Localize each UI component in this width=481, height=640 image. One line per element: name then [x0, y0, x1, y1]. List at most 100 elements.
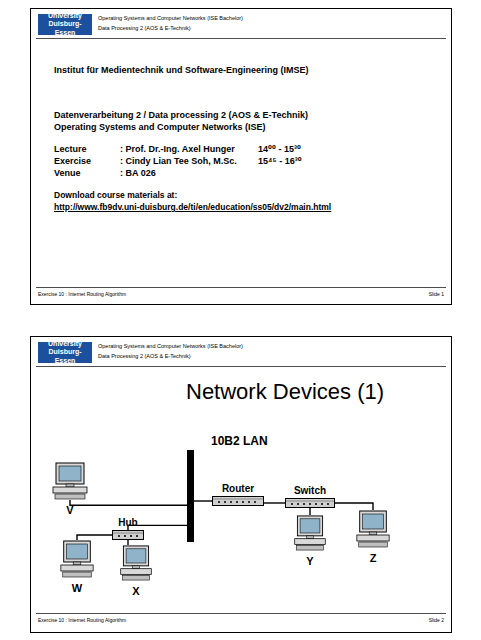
device-port — [315, 503, 317, 505]
slide-border — [31, 9, 452, 305]
computer: Y — [292, 515, 328, 551]
monitor-stand — [66, 484, 74, 487]
computer-icon — [50, 462, 90, 500]
footer-rule — [36, 287, 446, 288]
network-cable — [70, 500, 187, 505]
network-cable — [127, 540, 128, 545]
device-icon — [285, 498, 335, 508]
monitor — [64, 541, 91, 562]
device-label: Switch — [285, 485, 335, 496]
screen — [67, 544, 88, 559]
device-port — [309, 503, 311, 505]
network-cable — [335, 503, 373, 510]
field-value: : Prof. Dr.-Ing. Axel Hunger — [120, 145, 235, 155]
device-port — [218, 501, 220, 503]
device-icon — [212, 496, 264, 506]
device-port — [321, 503, 323, 505]
computer-letter: X — [118, 585, 154, 597]
monitor-stand — [306, 536, 313, 539]
computer: X — [118, 545, 154, 581]
keyboard — [55, 494, 85, 499]
device-edge — [113, 533, 143, 534]
field-name: Venue — [54, 169, 81, 179]
computer-letter: Y — [292, 555, 328, 567]
keyboard — [123, 575, 150, 580]
device-port — [124, 535, 126, 537]
field-name: Exercise — [54, 157, 91, 167]
device-port — [230, 501, 232, 503]
course-title: Datenverarbeitung 2 / Data processing 2 … — [54, 111, 308, 121]
device-label: Router — [212, 483, 264, 494]
hub: Hub — [112, 530, 144, 540]
system-unit — [121, 569, 152, 575]
device-icon — [112, 530, 144, 540]
screen — [59, 466, 81, 481]
header-course: Operating Systems and Computer Networks … — [98, 15, 243, 21]
computer-icon — [292, 515, 328, 551]
slide-border — [31, 337, 452, 633]
device-port — [291, 503, 293, 505]
field-value: : Cindy Lian Tee Soh, M.Sc. — [120, 157, 237, 167]
footer-title: Exercise 10 : Internet Routing Algorithm — [38, 292, 126, 298]
network-cable — [264, 502, 285, 503]
device-body — [286, 499, 335, 508]
computer-letter: V — [50, 504, 90, 516]
device-body — [213, 497, 264, 506]
device-body — [113, 531, 144, 540]
monitor-stand — [73, 562, 81, 565]
network-cable — [194, 500, 212, 501]
slide-number: Slide 2 — [429, 618, 444, 624]
computer-icon — [354, 510, 392, 548]
slide-title: Network Devices (1) — [186, 380, 384, 404]
device-port — [136, 535, 138, 537]
header-rule — [36, 366, 446, 367]
network-cable — [77, 535, 112, 540]
logo-text: University Duisburg-Essen — [39, 12, 91, 36]
monitor — [56, 463, 84, 484]
footer-rule — [36, 613, 446, 614]
university-logo: University Duisburg-Essen — [38, 14, 92, 35]
computer-letter: W — [58, 582, 96, 594]
computer: W — [58, 540, 96, 578]
screen — [300, 519, 320, 533]
header-course: Operating Systems and Computer Networks … — [98, 343, 243, 349]
monitor — [297, 516, 322, 536]
device-port — [254, 501, 256, 503]
field-value: : BA 026 — [120, 169, 156, 179]
institute-name: Institut für Medientechnik und Software-… — [54, 66, 309, 76]
footer-title: Exercise 10 : Internet Routing Algorithm — [38, 618, 126, 624]
device-label: Hub — [112, 517, 144, 528]
header-rule — [36, 38, 446, 39]
network-cable — [128, 525, 187, 530]
logo-text: University Duisburg-Essen — [39, 340, 91, 364]
device-port — [224, 501, 226, 503]
system-unit — [357, 535, 389, 541]
computer: Z — [354, 510, 392, 548]
device-port — [327, 503, 329, 505]
time: 15⁴⁵ - 16³⁰ — [258, 157, 302, 167]
keyboard — [63, 572, 92, 577]
device-port — [303, 503, 305, 505]
device-port — [130, 535, 132, 537]
monitor-stand — [369, 532, 377, 535]
device-port — [297, 503, 299, 505]
network-cable — [309, 508, 310, 515]
computer-letter: Z — [354, 552, 392, 564]
device-port — [236, 501, 238, 503]
device-label: 10B2 LAN — [211, 435, 268, 448]
slide-number: Slide 1 — [429, 292, 444, 298]
device-port — [242, 501, 244, 503]
download-note: Download course materials at: — [54, 191, 177, 200]
keyboard — [359, 542, 388, 547]
screen — [126, 549, 146, 563]
monitor — [123, 546, 148, 566]
lan-bus: 10B2 LAN — [187, 450, 194, 542]
keyboard — [297, 545, 324, 550]
university-logo: University Duisburg-Essen — [38, 342, 92, 363]
system-unit — [53, 487, 87, 493]
monitor-stand — [132, 566, 139, 569]
monitor — [360, 511, 387, 532]
time: 14⁰⁰ - 15³⁰ — [258, 145, 301, 155]
